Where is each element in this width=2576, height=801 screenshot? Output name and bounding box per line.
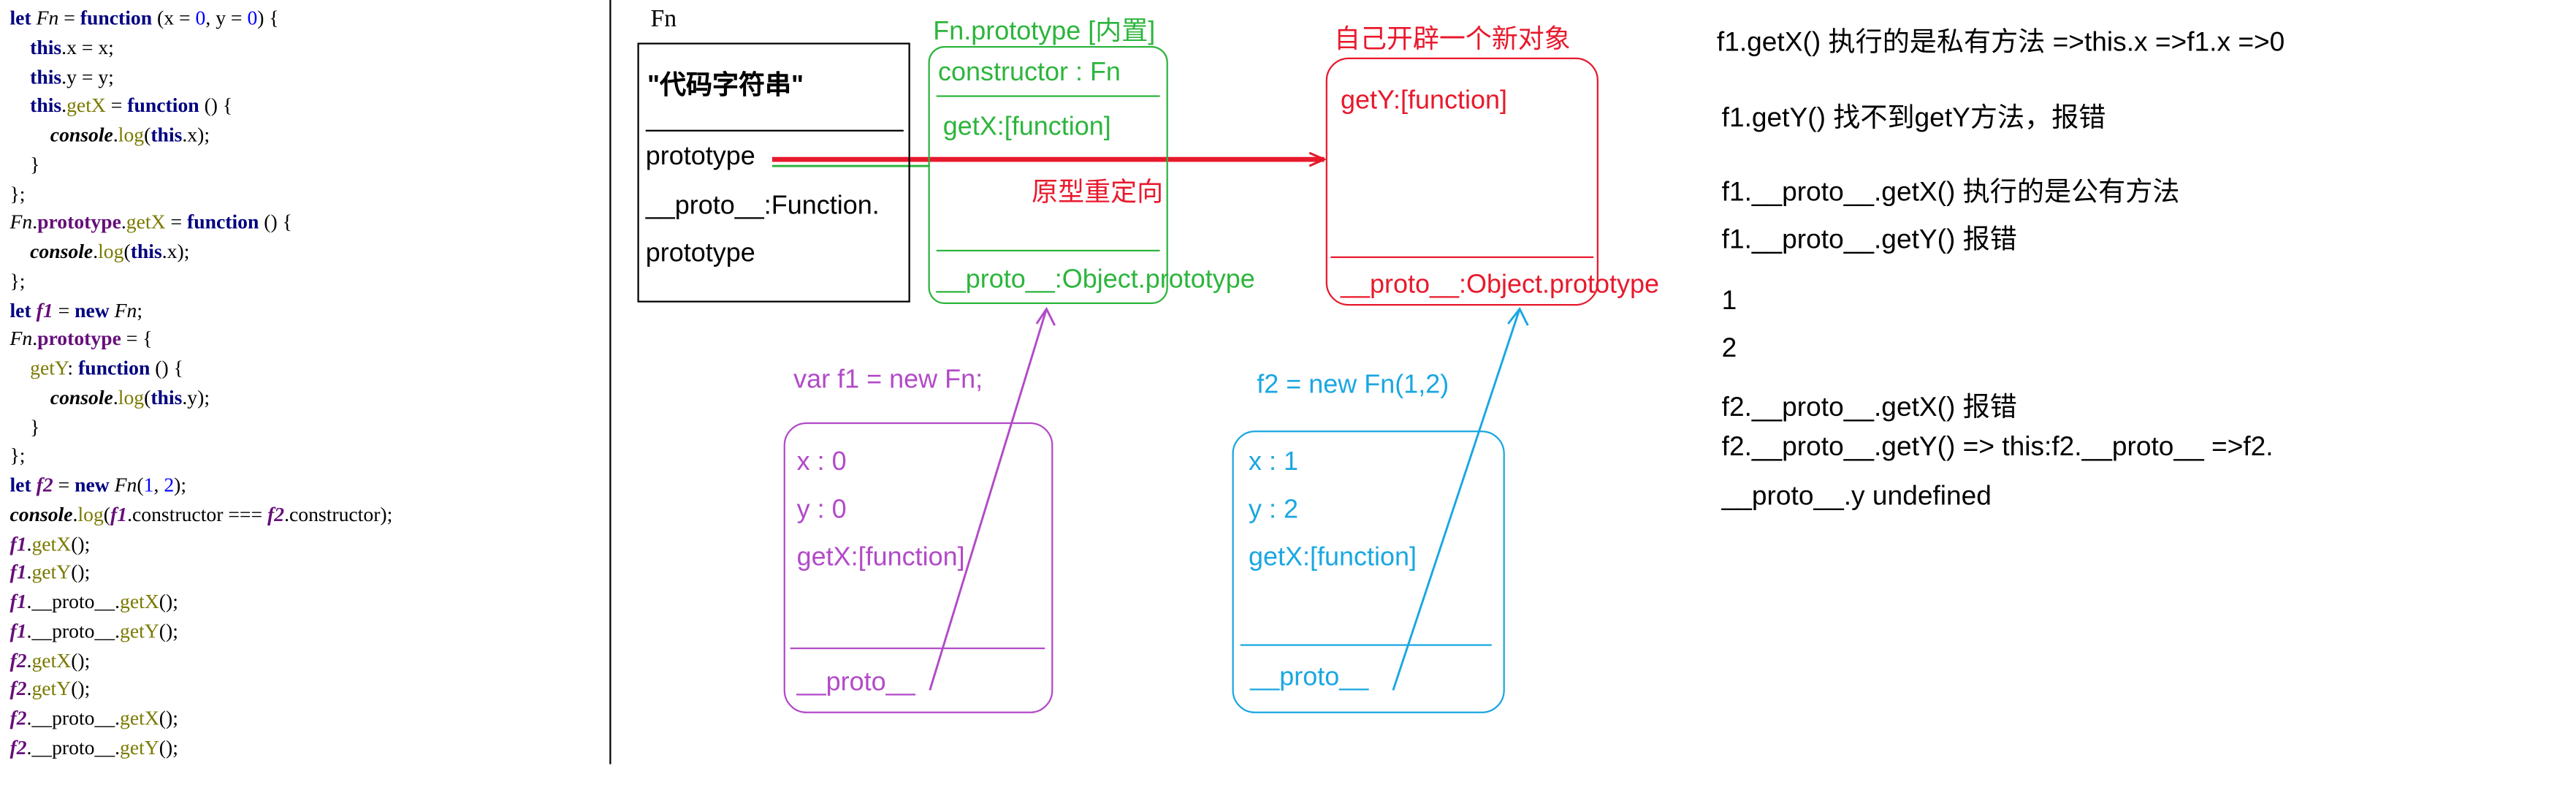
note-f1-proto-gety: f1.__proto__.getY() 报错 [1721,225,2017,255]
vertical-divider [609,0,611,764]
code-line: this.getX = function () { [30,94,233,118]
note-f1-gety: f1.getY() 找不到getY方法，报错 [1721,103,2106,134]
code-line: f2.getX(); [9,648,91,672]
builtin-constructor-prop: constructor : Fn [938,58,1121,88]
code-line: f2.__proto__.getX(); [9,706,178,730]
code-line: console.log(this.y); [50,385,210,409]
code-line: }; [9,181,26,205]
code-line: } [9,152,40,176]
builtin-prototype-box [928,45,1168,305]
code-line: }; [9,269,26,292]
code-line: f2.__proto__.getY(); [9,735,178,759]
f2-proto-link [1392,308,1521,691]
code-line: Fn.prototype.getX = function () { [9,210,292,234]
f1-y-prop: y : 0 [796,496,847,525]
redirect-label: 原型重定向 [1032,179,1164,208]
f1-title: var f1 = new Fn; [793,366,983,395]
new-object-separator [1330,256,1594,259]
code-panel: let Fn = function (x = 0, y = 0) { this.… [9,5,604,764]
builtin-separator-2 [936,249,1160,252]
fn-function-box [637,42,910,303]
code-line: } [9,414,40,439]
new-object-proto-prop: __proto__:Object.prototype [1340,271,1659,300]
code-line: f1.__proto__.getX(); [9,590,178,613]
code-line: console.log(this.x); [50,123,210,147]
code-line: }; [9,444,26,468]
note-f2-proto-getx: f2.__proto__.getX() 报错 [1721,392,2017,422]
f2-x-prop: x : 1 [1249,448,1298,477]
code-line: console.log(this.x); [30,240,190,263]
code-line: f1.__proto__.getY(); [9,619,178,642]
f1-instance-box [783,422,1053,713]
fn-prototype-prop: prototype [645,143,755,171]
code-line: this.x = x; [30,35,114,59]
note-f1-proto-getx: f1.__proto__.getX() 执行的是公有方法 [1721,177,2180,208]
note-f2-gety-result: 2 [1721,333,1737,363]
code-line: f1.getX(); [9,531,91,555]
f1-separator [790,647,1045,650]
builtin-proto-prop: __proto__:Object.prototype [936,266,1255,295]
builtin-prototype-title: Fn.prototype [内置] [933,18,1156,46]
fn-proto-prop-line1: __proto__:Function. [645,192,880,221]
code-line: f1.getY(); [9,561,91,584]
note-f2-proto-gety-cont: __proto__.y undefined [1721,481,1992,512]
code-line: let f2 = new Fn(1, 2); [9,473,187,497]
f2-getx-prop: getX:[function] [1249,544,1417,572]
note-f2-getx-result: 1 [1721,286,1737,316]
code-line: let f1 = new Fn; [9,298,143,322]
f2-separator [1240,644,1492,646]
f2-proto-arrowhead [1507,307,1529,326]
f1-proto-link [929,308,1048,691]
code-line: getY: function () { [30,356,183,380]
f1-x-prop: x : 0 [796,448,847,477]
fn-box-separator [645,129,904,132]
f1-proto-arrowhead [1035,306,1056,326]
new-object-title: 自己开辟一个新对象 [1333,26,1571,55]
f2-instance-box [1232,430,1505,713]
code-line: console.log(f1.constructor === f2.constr… [9,502,393,526]
code-line: let Fn = function (x = 0, y = 0) { [9,6,279,30]
note-f2-proto-gety: f2.__proto__.getY() => this:f2.__proto__… [1721,432,2274,462]
builtin-getx-prop: getX:[function] [942,113,1111,142]
code-line: Fn.prototype = { [9,327,153,351]
code-line: f2.getY(); [9,677,91,701]
builtin-separator-1 [936,95,1160,97]
code-line: this.y = y; [30,64,114,88]
f2-title: f2 = new Fn(1,2) [1257,371,1449,400]
f1-proto-prop: __proto__ [796,669,915,697]
new-object-box [1325,57,1598,306]
new-object-gety-prop: getY:[function] [1340,87,1507,115]
fn-code-string: "代码字符串" [647,72,804,101]
fn-label: Fn [650,6,677,33]
f2-y-prop: y : 2 [1249,496,1298,525]
f1-getx-prop: getX:[function] [796,544,965,572]
note-f1-getx: f1.getX() 执行的是私有方法 =>this.x =>f1.x =>0 [1716,28,2285,58]
fn-proto-prop-line2: prototype [645,240,755,268]
f2-proto-prop: __proto__ [1250,664,1369,692]
